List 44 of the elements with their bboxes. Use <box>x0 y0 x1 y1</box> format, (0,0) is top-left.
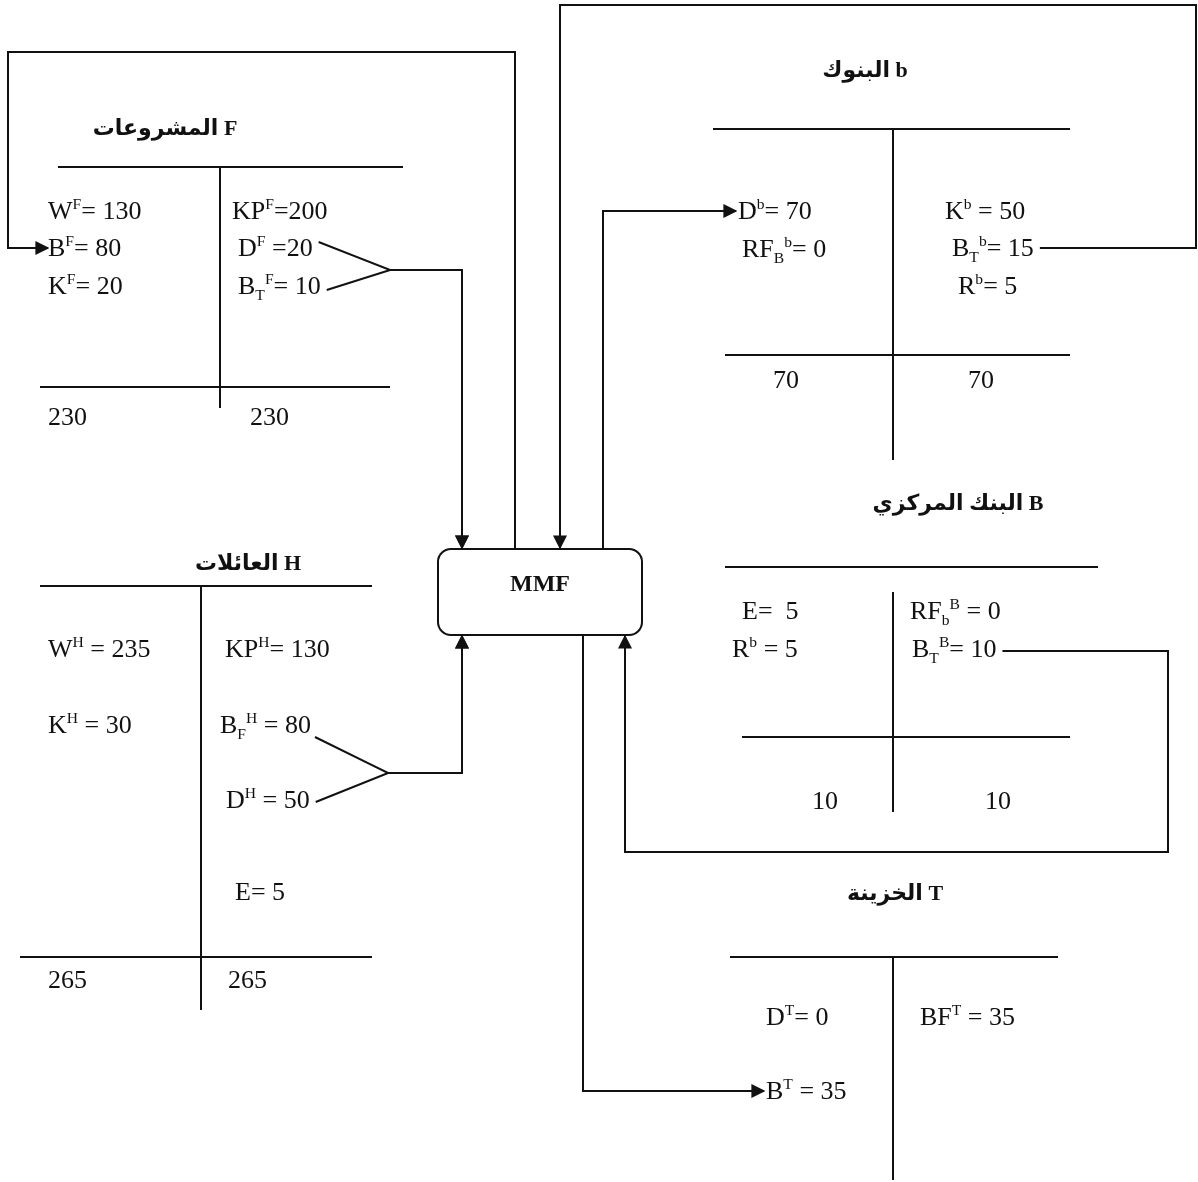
ledger-entry: E= 5 <box>742 597 799 625</box>
ledger-entry: BF$^{T}$ = 35 <box>920 1003 1015 1031</box>
arrow <box>602 204 738 549</box>
ledger-entry: 265 <box>228 966 267 994</box>
ledger-entry: B$_{F}$$^{H}$ = 80 <box>220 711 311 739</box>
ledger-entry: K$^{F}$= 20 <box>48 272 123 300</box>
arrow <box>618 634 1169 853</box>
ledger-entry: 230 <box>48 403 87 431</box>
ledger-entry: B$^{F}$= 80 <box>48 234 122 262</box>
account-heading: B البنك المركزي <box>872 489 1044 517</box>
ledger-entry: D$^{b}$= 70 <box>738 197 812 225</box>
account-heading: T الخزينة <box>846 879 944 907</box>
ledger-entry: 10 <box>812 787 838 815</box>
ledger-entry: E= 5 <box>235 878 286 906</box>
account-heading: H العائلات <box>194 549 302 577</box>
ledger-entry: D$^{F}$ =20 <box>238 234 313 262</box>
ledger-entry: R$^{b}$= 5 <box>958 272 1018 300</box>
ledger-entry: B$_{T}$$^{F}$= 10 <box>238 272 321 300</box>
ledger-entry: 230 <box>250 403 289 431</box>
ledger-entry: 70 <box>968 366 994 394</box>
ledger-entry: D$^{T}$= 0 <box>766 1003 829 1031</box>
ledger-entry: K$^{H}$ = 30 <box>48 711 132 739</box>
ledger-entry: W$^{F}$= 130 <box>48 197 142 225</box>
ledger-entry: RF$_{b}$$^{B}$ = 0 <box>910 597 1001 625</box>
ledger-entry: RF$_{B}$$^{b}$= 0 <box>742 235 827 263</box>
account-heading: F المشروعات <box>92 114 238 142</box>
ledger-entry: R$^{b}$ = 5 <box>732 635 798 663</box>
ledger-entry: 265 <box>48 966 87 994</box>
account-heading: b البنوك <box>822 56 908 84</box>
ledger-entry: 70 <box>773 366 799 394</box>
arrow <box>553 4 1197 550</box>
ledger-entry: KP$^{H}$= 130 <box>225 635 330 663</box>
ledger-entry: B$^{T}$ = 35 <box>766 1077 847 1105</box>
arrow <box>7 51 516 549</box>
ledger-entry: KP$^{F}$=200 <box>232 197 328 225</box>
ledger-entry: W$^{H}$ = 235 <box>48 635 151 663</box>
market-box: MMF <box>437 548 643 636</box>
ledger-entry: B$_{T}$$^{b}$= 15 <box>952 234 1034 262</box>
arrow <box>582 635 766 1098</box>
ledger-entry: K$^{b}$ = 50 <box>945 197 1026 225</box>
ledger-entry: 10 <box>985 787 1011 815</box>
ledger-entry: B$_{T}$$^{B}$= 10 <box>912 635 997 663</box>
ledger-entry: D$^{H}$ = 50 <box>226 786 310 814</box>
arrow <box>314 634 469 803</box>
